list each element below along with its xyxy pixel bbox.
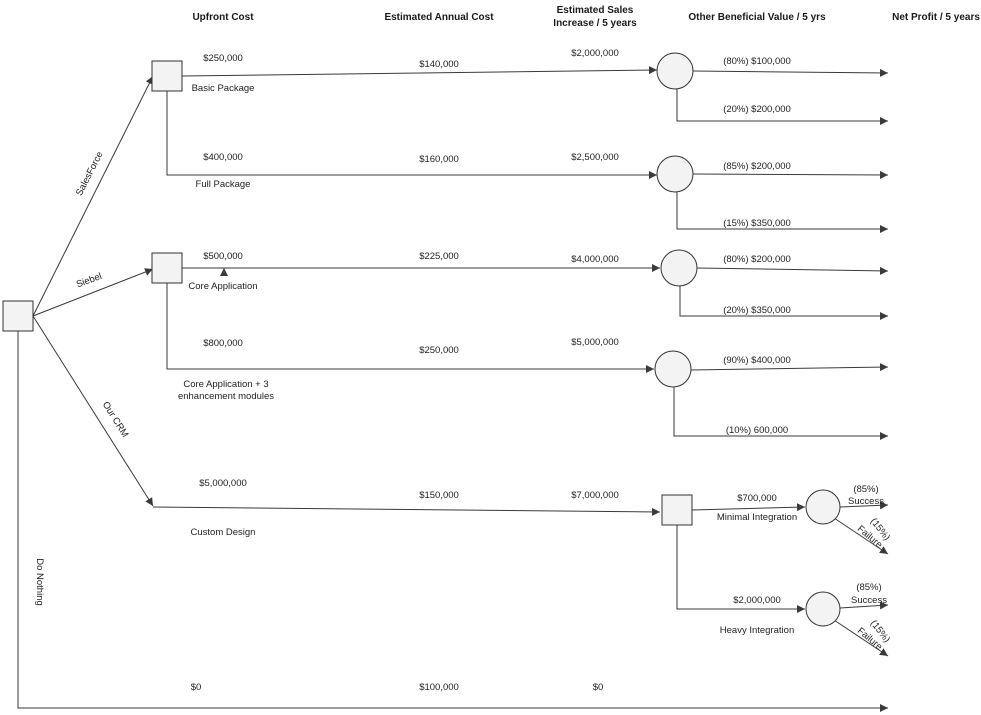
branch-our-crm-line — [32, 315, 154, 507]
heavy-integration-name: Heavy Integration — [720, 625, 794, 636]
siebel-enhanced-outcome-b-line — [673, 387, 888, 440]
siebel-core-upfront: $500,000 — [203, 251, 243, 262]
branch-label-do-nothing: Do Nothing — [34, 558, 45, 606]
siebel-enhanced-outcome-b: (10%) 600,000 — [726, 425, 788, 436]
siebel-core-outcome-b: (20%) $350,000 — [723, 305, 791, 316]
header-sales-increase-line1: Estimated Sales — [557, 5, 634, 16]
salesforce-full-upfront: $400,000 — [203, 152, 243, 163]
salesforce-basic-outcome-a: (80%) $100,000 — [723, 56, 791, 67]
header-annual-cost: Estimated Annual Cost — [384, 12, 494, 23]
siebel-core-annual: $225,000 — [419, 251, 459, 262]
salesforce-basic-annual: $140,000 — [419, 59, 459, 70]
branch-salesforce-line — [32, 75, 154, 317]
salesforce-full-name: Full Package — [196, 179, 251, 190]
siebel-enhanced-annual: $250,000 — [419, 345, 459, 356]
branch-siebel-line — [32, 268, 154, 317]
header-sales-increase-line2: Increase / 5 years — [553, 18, 637, 29]
header-upfront-cost: Upfront Cost — [192, 12, 254, 23]
branch-label-our-crm: Our CRM — [100, 400, 131, 440]
siebel-core-outcome-a: (80%) $200,000 — [723, 254, 791, 265]
minimal-success-line — [839, 501, 889, 510]
salesforce-full-outcome-a-line — [692, 170, 889, 179]
siebel-enhanced-upfront: $800,000 — [203, 338, 243, 349]
header-other-value: Other Beneficial Value / 5 yrs — [688, 12, 826, 23]
salesforce-basic-upfront: $250,000 — [203, 53, 243, 64]
header-net-profit: Net Profit / 5 years — [892, 12, 980, 23]
siebel-enhanced-name-line2: enhancement modules — [178, 391, 274, 402]
heavy-failure-line — [833, 619, 889, 657]
our-crm-custom-line — [152, 506, 661, 516]
minimal-integration-name: Minimal Integration — [717, 512, 797, 523]
full-package-chance-node — [656, 155, 694, 193]
salesforce-basic-sales: $2,000,000 — [571, 48, 619, 59]
branch-label-siebel: Siebel — [75, 271, 104, 290]
siebel-core-outcome-a-line — [696, 266, 889, 275]
siebel-core-name: Core Application — [188, 281, 257, 292]
salesforce-basic-outcome-b-line — [676, 88, 888, 125]
heavy-success-label: Success — [851, 595, 887, 606]
salesforce-basic-line — [181, 66, 658, 77]
our-crm-annual: $150,000 — [419, 490, 459, 501]
our-crm-upfront: $5,000,000 — [199, 478, 247, 489]
heavy-integration-chance-node — [805, 591, 841, 627]
minimal-failure-line — [833, 517, 889, 555]
siebel-enhanced-outcome-a-line — [690, 363, 889, 372]
salesforce-full-outcome-b-line — [676, 192, 888, 233]
heavy-success-line — [839, 601, 889, 610]
our-crm-sales: $7,000,000 — [571, 490, 619, 501]
siebel-core-sales: $4,000,000 — [571, 254, 619, 265]
do-nothing-annual: $100,000 — [419, 682, 459, 693]
heavy-integration-cost: $2,000,000 — [733, 595, 781, 606]
root-decision-node — [2, 300, 34, 332]
minimal-integration-cost: $700,000 — [737, 493, 777, 504]
do-nothing-upfront: $0 — [191, 682, 202, 693]
integration-decision-node — [661, 494, 693, 526]
heavy-success-pct: (85%) — [856, 582, 881, 593]
salesforce-decision-node — [151, 60, 183, 92]
siebel-decision-node — [151, 252, 183, 284]
salesforce-full-line — [166, 91, 657, 179]
siebel-enhanced-line — [166, 283, 654, 373]
branch-label-salesforce: SalesForce — [74, 150, 106, 198]
core-application-chance-node — [660, 249, 698, 287]
salesforce-basic-name: Basic Package — [192, 83, 255, 94]
minimal-integration-chance-node — [805, 489, 841, 525]
siebel-enhanced-outcome-a: (90%) $400,000 — [723, 355, 791, 366]
heavy-integration-line — [676, 525, 805, 613]
salesforce-basic-outcome-b: (20%) $200,000 — [723, 104, 791, 115]
salesforce-full-outcome-a: (85%) $200,000 — [723, 161, 791, 172]
our-crm-name: Custom Design — [191, 527, 256, 538]
salesforce-full-sales: $2,500,000 — [571, 152, 619, 163]
enhanced-application-chance-node — [654, 350, 692, 388]
siebel-core-outcome-b-line — [679, 285, 888, 320]
branch-do-nothing-line — [17, 330, 888, 712]
cursor-marker-icon — [220, 268, 228, 276]
salesforce-basic-outcome-a-line — [692, 68, 889, 77]
siebel-enhanced-sales: $5,000,000 — [571, 337, 619, 348]
salesforce-full-annual: $160,000 — [419, 154, 459, 165]
siebel-enhanced-name-line1: Core Application + 3 — [183, 379, 268, 390]
minimal-success-label: Success — [848, 496, 884, 507]
salesforce-full-outcome-b: (15%) $350,000 — [723, 218, 791, 229]
minimal-integration-line — [691, 503, 806, 512]
basic-package-chance-node — [656, 52, 694, 90]
minimal-success-pct: (85%) — [853, 484, 878, 495]
do-nothing-sales: $0 — [593, 682, 604, 693]
